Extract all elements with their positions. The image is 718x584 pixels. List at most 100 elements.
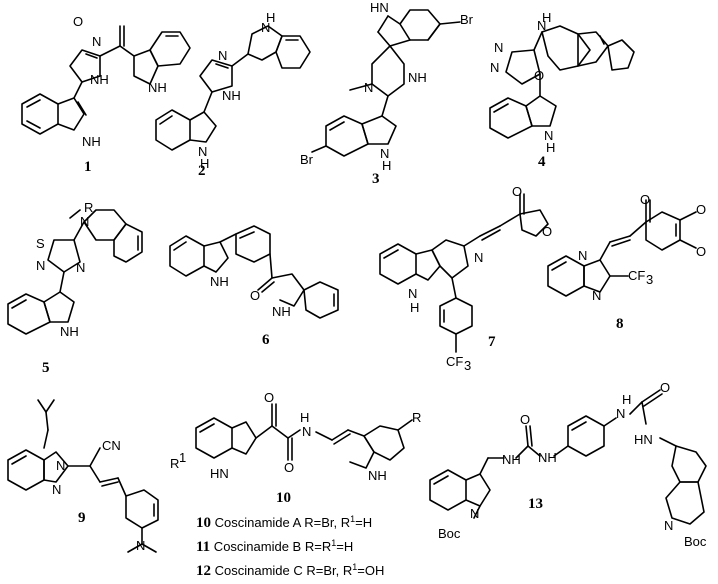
caption-text: Coscinamide B R=R [210, 539, 331, 554]
caption-coscinamide-c: 12 Coscinamide C R=Br, R1=OH [196, 562, 384, 579]
atom-label: N [616, 406, 625, 421]
atom-label: O [512, 184, 522, 199]
atom-label: N [76, 260, 85, 275]
atom-label: N [80, 214, 89, 229]
atom-label: H [300, 410, 309, 425]
compound-number: 10 [276, 490, 291, 506]
compound-6-structure [169, 225, 339, 319]
caption-number: 11 [196, 539, 210, 555]
atom-label: R [170, 456, 179, 471]
compound-number: 4 [538, 154, 546, 170]
atom-label: S [36, 236, 45, 251]
compound-3-structure [311, 9, 461, 157]
compound-number: 3 [372, 171, 380, 187]
atom-label-superscript: 1 [179, 450, 186, 465]
caption-superscript: 1 [331, 538, 336, 548]
caption-text: Coscinamide A R=Br, R [211, 515, 350, 530]
atom-label: HN [370, 0, 389, 15]
atom-label: Br [300, 152, 314, 167]
compound-9-structure [7, 399, 159, 553]
atom-label: NH [148, 80, 167, 95]
atom-label: NH [368, 468, 387, 483]
atom-label: O [640, 192, 650, 207]
compound-1-structure [21, 25, 191, 135]
atom-label: N [537, 18, 546, 33]
atom-label: N [664, 518, 673, 533]
atom-label: NH [538, 450, 557, 465]
atom-label: N [36, 258, 45, 273]
atom-label: N [198, 144, 207, 159]
atom-label: R [412, 410, 421, 425]
caption-number: 10 [196, 515, 211, 531]
compound-number: 13 [528, 496, 543, 512]
atom-label: CF [446, 354, 463, 369]
atom-label: O [660, 380, 670, 395]
atom-label: N [592, 288, 601, 303]
atom-label: Br [460, 12, 474, 27]
caption-number: 12 [196, 563, 211, 579]
atom-label: NH [408, 70, 427, 85]
atom-label: CN [102, 438, 121, 453]
atom-label: H [542, 10, 551, 25]
compound-number: 1 [84, 159, 92, 175]
atom-label: N [52, 482, 61, 497]
compound-7-structure [379, 193, 549, 353]
atom-label: NH [90, 72, 109, 87]
atom-label: R [84, 200, 93, 215]
svg-text:11 Coscinamide B R=R1=H: 11 Coscinamide B R=R1=H [196, 538, 353, 555]
svg-text:12 Coscinamide C R=Br, R1=OH: 12 Coscinamide C R=Br, R1=OH [196, 562, 384, 579]
atom-label: O [250, 288, 260, 303]
atom-label-subscript: 3 [646, 272, 653, 287]
atom-label: N [92, 34, 101, 49]
atom-label: H [622, 392, 631, 407]
atom-label: O [284, 460, 294, 475]
atom-label: CF [628, 268, 645, 283]
compound-13-structure [429, 389, 707, 525]
caption-text: Coscinamide C R=Br, R [211, 563, 352, 578]
atom-label: N [490, 60, 499, 75]
atom-label: NH [60, 324, 79, 339]
compound-number: 9 [78, 510, 86, 526]
atom-label: O [520, 412, 530, 427]
atom-label: O [696, 202, 706, 217]
atom-label: H [200, 156, 209, 171]
atom-label: O [696, 244, 706, 259]
caption-tail: =OH [357, 563, 384, 578]
compound-10-structure [195, 403, 413, 469]
compound-5-structure [7, 209, 143, 335]
atom-label: N [302, 424, 311, 439]
compound-number: 7 [488, 334, 496, 350]
caption-superscript: 1 [350, 514, 355, 524]
atom-label: H [546, 140, 555, 155]
compound-number: 6 [262, 332, 270, 348]
atom-label: H [410, 300, 419, 315]
atom-label: Boc [684, 534, 707, 549]
atom-label: NH [210, 274, 229, 289]
atom-label: NH [222, 88, 241, 103]
atom-label: N [136, 538, 145, 553]
atom-label: NH [272, 304, 291, 319]
atom-label: N [578, 248, 587, 263]
compound-number: 5 [42, 360, 50, 376]
atom-label-subscript: 3 [464, 358, 471, 373]
atom-label: NH [502, 452, 521, 467]
atom-label: O [73, 14, 83, 29]
compound-8-structure [547, 199, 697, 297]
compound-4-structure [489, 25, 635, 139]
atom-label: H [266, 10, 275, 25]
atom-label: HN [634, 432, 653, 447]
atom-label: HN [210, 466, 229, 481]
caption-coscinamide-b: 11 Coscinamide B R=R1=H [196, 538, 353, 555]
atom-label: N [544, 128, 553, 143]
compound-number: 8 [616, 316, 624, 332]
atom-label: N [474, 250, 483, 265]
caption-coscinamide-a: 10 Coscinamide A R=Br, R1=H [196, 514, 372, 531]
atom-label: N [261, 20, 270, 35]
caption-tail: =H [336, 539, 353, 554]
atom-label: H [382, 158, 391, 173]
atom-label: O [264, 390, 274, 405]
atom-label: N [470, 506, 479, 521]
caption-tail: =H [355, 515, 372, 530]
atom-label: Boc [438, 526, 461, 541]
atom-label: N [380, 146, 389, 161]
